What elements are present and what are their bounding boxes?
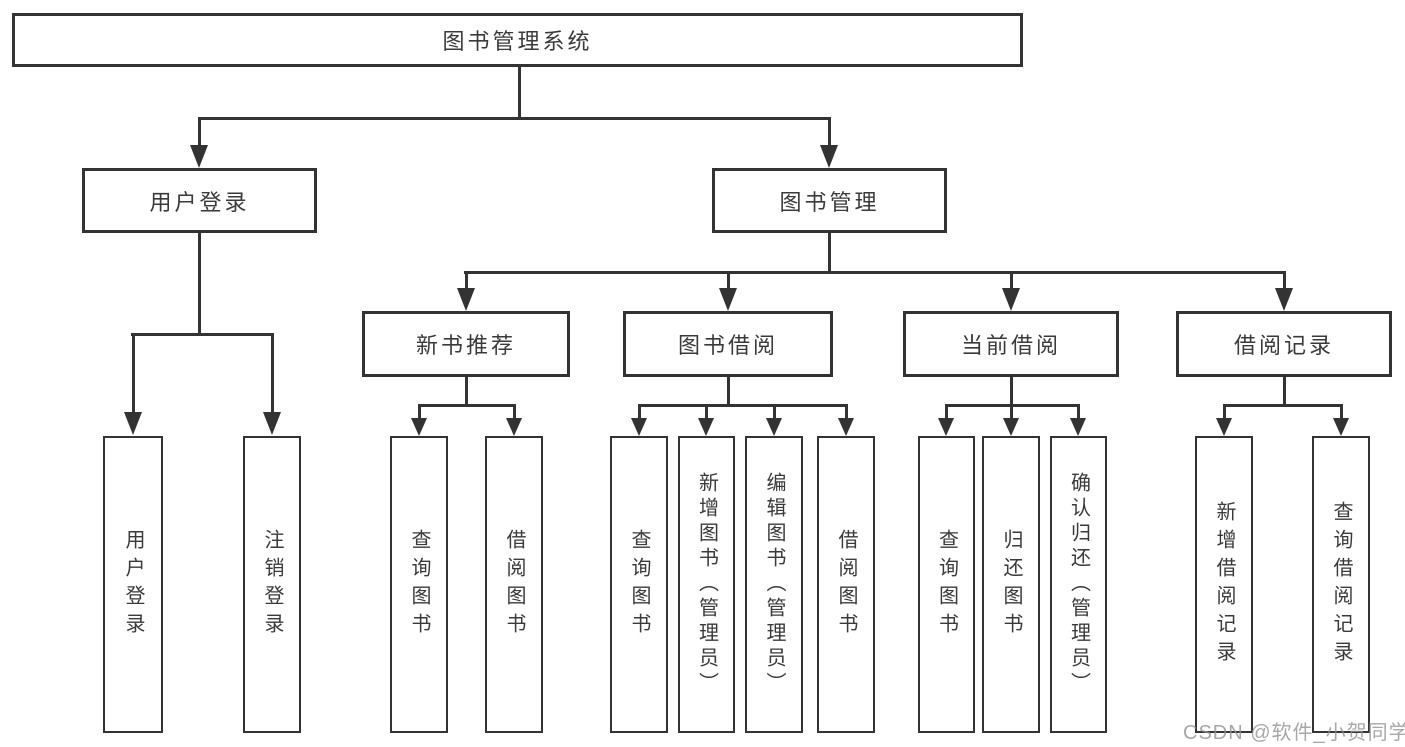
connector-leaf-return-book xyxy=(1010,406,1013,420)
node-borrow-records-label: 借阅记录 xyxy=(1233,333,1334,358)
connector-to-leaf-user-login xyxy=(132,334,135,412)
connector-new-book-rec-branch xyxy=(418,404,516,407)
leaf-edit-book-label: 编辑图书（管理员） xyxy=(763,472,785,697)
arrowhead-leaf-confirm-return xyxy=(1070,418,1086,436)
node-new-book-rec: 新书推荐 xyxy=(362,311,570,377)
arrowhead-leaf-add-record xyxy=(1216,418,1232,436)
arrowhead-new-book-rec xyxy=(457,288,475,311)
leaf-borrow-books-2: 借阅图书 xyxy=(817,436,875,733)
node-book-mgmt-label: 图书管理 xyxy=(779,189,880,215)
connector-to-leaf-logout xyxy=(271,334,274,412)
connector-leaf-add-record xyxy=(1223,406,1226,420)
arrowhead-leaf-edit-book xyxy=(766,418,782,436)
leaf-edit-book: 编辑图书（管理员） xyxy=(745,436,803,733)
csdn-watermark: CSDN @软件_小贺同学 xyxy=(1183,722,1405,744)
leaf-user-login: 用户登录 xyxy=(103,436,163,733)
connector-leaf-confirm-return xyxy=(1077,406,1080,420)
leaf-add-book-label: 新增图书（管理员） xyxy=(695,472,718,697)
leaf-query-books-1-label: 查询图书 xyxy=(408,528,430,641)
leaf-user-login-label: 用户登录 xyxy=(122,528,144,641)
leaf-add-record-label: 新增借阅记录 xyxy=(1213,500,1235,669)
connector-leaf-query-books-2 xyxy=(638,406,641,420)
arrowhead-leaf-add-book xyxy=(698,418,714,436)
connector-leaf-edit-book xyxy=(773,406,776,420)
connector-leaf-borrow-books-2 xyxy=(845,406,848,420)
connector-new-book-rec-stem xyxy=(465,377,468,406)
arrowhead-book-borrow xyxy=(719,288,737,311)
node-book-borrow-label: 图书借阅 xyxy=(677,333,778,358)
leaf-add-record: 新增借阅记录 xyxy=(1195,436,1253,733)
arrowhead-leaf-logout xyxy=(263,412,281,435)
connector-to-user-login xyxy=(198,118,201,146)
arrowhead-book-mgmt xyxy=(820,145,838,168)
node-current-borrow-label: 当前借阅 xyxy=(960,333,1061,358)
leaf-query-books-3-label: 查询图书 xyxy=(935,528,958,641)
arrowhead-current-borrow xyxy=(1002,288,1020,311)
connector-to-new-book-rec xyxy=(465,274,468,290)
connector-borrow-records-branch xyxy=(1223,404,1343,407)
arrowhead-leaf-return-book xyxy=(1003,418,1019,436)
connector-book-mgmt-stem xyxy=(828,233,831,274)
node-current-borrow: 当前借阅 xyxy=(903,311,1119,377)
node-book-mgmt: 图书管理 xyxy=(712,168,947,233)
connector-to-borrow-records xyxy=(1283,274,1286,290)
node-new-book-rec-label: 新书推荐 xyxy=(415,333,516,358)
node-borrow-records: 借阅记录 xyxy=(1176,311,1392,377)
connector-user-login-stem xyxy=(198,233,201,334)
leaf-borrow-books-1-label: 借阅图书 xyxy=(503,528,525,641)
connector-book-mgmt-branch xyxy=(464,271,1286,274)
leaf-query-books-1: 查询图书 xyxy=(390,436,448,733)
leaf-logout: 注销登录 xyxy=(243,436,301,733)
arrowhead-leaf-query-record xyxy=(1333,418,1349,436)
leaf-query-books-3: 查询图书 xyxy=(918,436,975,733)
leaf-borrow-books-2-label: 借阅图书 xyxy=(835,528,857,641)
arrowhead-leaf-query-books-3 xyxy=(938,418,954,436)
connector-leaf-query-books-1 xyxy=(418,406,421,420)
leaf-add-book: 新增图书（管理员） xyxy=(678,436,735,733)
leaf-query-books-2: 查询图书 xyxy=(610,436,668,733)
leaf-confirm-return-label: 确认归还（管理员） xyxy=(1067,472,1090,697)
connector-current-borrow-stem xyxy=(1010,377,1013,406)
connector-leaf-add-book xyxy=(705,406,708,420)
node-root-label: 图书管理系统 xyxy=(442,29,593,54)
connector-root-stem xyxy=(518,67,521,118)
leaf-return-book-label: 归还图书 xyxy=(1000,528,1022,641)
connector-to-book-borrow xyxy=(727,274,730,290)
arrowhead-leaf-borrow-books-2 xyxy=(838,418,854,436)
leaf-confirm-return: 确认归还（管理员） xyxy=(1050,436,1107,733)
connector-leaf-borrow-books-1 xyxy=(513,406,516,420)
connector-root-branch xyxy=(198,117,831,120)
arrowhead-borrow-records xyxy=(1275,288,1293,311)
connector-borrow-records-stem xyxy=(1283,377,1286,406)
arrowhead-leaf-borrow-books-1 xyxy=(506,418,522,436)
connector-current-borrow-branch xyxy=(945,404,1080,407)
arrowhead-leaf-query-books-1 xyxy=(411,418,427,436)
leaf-borrow-books-1: 借阅图书 xyxy=(485,436,543,733)
node-book-borrow: 图书借阅 xyxy=(623,311,833,377)
leaf-query-record: 查询借阅记录 xyxy=(1312,436,1370,733)
node-user-login-label: 用户登录 xyxy=(149,189,250,215)
leaf-logout-label: 注销登录 xyxy=(261,528,283,641)
connector-leaf-query-record xyxy=(1340,406,1343,420)
arrowhead-leaf-user-login xyxy=(124,412,142,435)
leaf-query-record-label: 查询借阅记录 xyxy=(1330,500,1352,669)
connector-to-book-mgmt xyxy=(828,118,831,146)
connector-user-login-branch xyxy=(131,333,274,336)
leaf-return-book: 归还图书 xyxy=(982,436,1040,733)
leaf-query-books-2-label: 查询图书 xyxy=(628,528,650,641)
connector-book-borrow-branch xyxy=(638,404,848,407)
connector-to-current-borrow xyxy=(1010,274,1013,290)
arrowhead-leaf-query-books-2 xyxy=(631,418,647,436)
node-root: 图书管理系统 xyxy=(12,13,1023,67)
connector-leaf-query-books-3 xyxy=(945,406,948,420)
node-user-login: 用户登录 xyxy=(82,168,317,233)
connector-book-borrow-stem xyxy=(727,377,730,406)
arrowhead-user-login xyxy=(190,145,208,168)
